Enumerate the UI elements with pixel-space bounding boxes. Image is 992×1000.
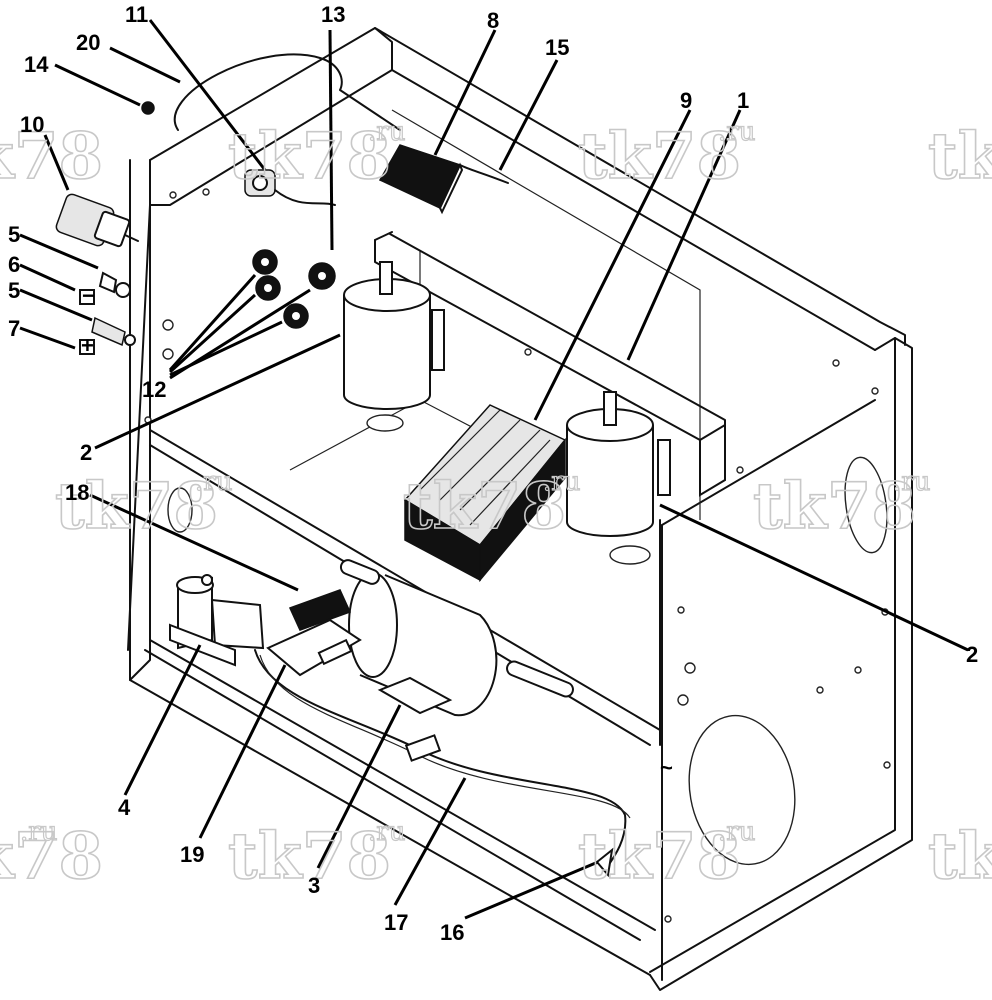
capacitor-right bbox=[566, 391, 671, 537]
rectifier-heatsink bbox=[403, 404, 567, 583]
plus-symbol: + bbox=[81, 333, 94, 358]
callout-1: 1 bbox=[737, 88, 749, 113]
callout-11: 11 bbox=[125, 2, 148, 27]
watermark-text: tk78 bbox=[0, 819, 103, 894]
callout-10: 10 bbox=[20, 112, 44, 137]
watermark-text: tk78 bbox=[578, 819, 741, 894]
callout-12: 12 bbox=[142, 377, 166, 402]
callout-20: 20 bbox=[76, 30, 100, 55]
nut bbox=[141, 101, 155, 115]
callout-18: 18 bbox=[65, 480, 89, 505]
callout-7: 7 bbox=[8, 316, 20, 341]
watermarks: tk78 .ru tk78 .ru tk78 tk78 tk78 .ru tk7… bbox=[0, 116, 992, 894]
hose-fitting bbox=[595, 847, 614, 878]
watermark-text: tk78 bbox=[928, 819, 992, 894]
callout-2: 2 bbox=[80, 440, 92, 465]
solenoid-valve bbox=[169, 574, 265, 667]
watermark-suffix: .ru bbox=[368, 817, 405, 847]
cable-clamp bbox=[404, 734, 442, 762]
callout-16: 16 bbox=[440, 920, 464, 945]
panel-connector bbox=[55, 193, 139, 248]
wire-harness bbox=[254, 649, 627, 871]
watermark-text: tk78 bbox=[228, 819, 391, 894]
grommets bbox=[252, 249, 336, 329]
callout-labels: 11 13 8 15 20 14 10 9 1 5 6 5 7 12 2 18 … bbox=[8, 2, 978, 945]
callout-15: 15 bbox=[545, 35, 569, 60]
callout-19: 19 bbox=[180, 842, 204, 867]
watermark-suffix: .ru bbox=[20, 817, 57, 847]
callout-5: 5 bbox=[8, 278, 20, 303]
minus-symbol: − bbox=[82, 283, 95, 308]
watermark-text: tk78 bbox=[403, 469, 566, 544]
watermark-suffix: .ru bbox=[368, 117, 405, 147]
watermark-text: tk78 bbox=[55, 469, 218, 544]
capacitor-left bbox=[343, 261, 445, 410]
watermark-text: tk78 bbox=[753, 469, 916, 544]
watermark-suffix: .ru bbox=[718, 817, 755, 847]
ac-symbol: ~ bbox=[660, 755, 673, 780]
callout-13: 13 bbox=[321, 2, 345, 27]
watermark-suffix: .ru bbox=[718, 117, 755, 147]
receptacle bbox=[244, 169, 336, 206]
cable-loop bbox=[174, 53, 401, 131]
callout-5: 5 bbox=[8, 222, 20, 247]
terminal-strip bbox=[266, 589, 362, 677]
watermark-text: tk78 bbox=[928, 119, 992, 194]
callout-17: 17 bbox=[384, 910, 408, 935]
callout-6: 6 bbox=[8, 252, 20, 277]
watermark-text: tk78 bbox=[578, 119, 741, 194]
callout-8: 8 bbox=[487, 8, 499, 33]
watermark-text: tk78 bbox=[0, 119, 103, 194]
watermark-text: tk78 bbox=[228, 119, 391, 194]
callout-14: 14 bbox=[24, 52, 49, 77]
fan-motor bbox=[339, 559, 574, 717]
probe bbox=[459, 164, 509, 184]
terminals bbox=[79, 271, 136, 355]
callout-9: 9 bbox=[680, 88, 692, 113]
watermark-suffix: .ru bbox=[893, 467, 930, 497]
callout-4: 4 bbox=[118, 795, 131, 820]
watermark-suffix: .ru bbox=[195, 467, 232, 497]
callout-3: 3 bbox=[308, 873, 320, 898]
watermark-suffix: .ru bbox=[543, 467, 580, 497]
leader-lines bbox=[19, 19, 969, 920]
callout-2: 2 bbox=[966, 642, 978, 667]
